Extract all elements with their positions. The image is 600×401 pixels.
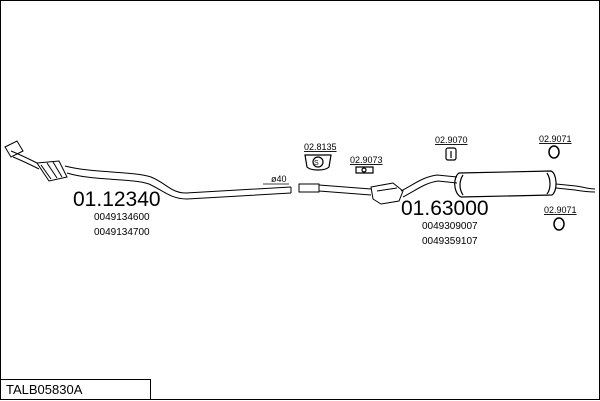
clamp-icon (355, 166, 374, 174)
svg-text:S: S (314, 160, 319, 167)
rear-section-part-number: 01.63000 (401, 197, 489, 220)
rear-silencer (454, 170, 557, 198)
ring-top-part-number: 02.9071 (539, 134, 572, 144)
tail-pipe (555, 183, 596, 193)
rear-oem-number-1: 0049309007 (422, 221, 478, 232)
ring-icon-bottom (553, 217, 565, 231)
front-section-part-number: 01.12340 (73, 188, 161, 211)
diameter-marker: ø40 (263, 174, 289, 185)
intermediate-pipe (298, 183, 372, 196)
middle-silencer (370, 182, 404, 205)
pipe-diameter-label: ø40 (271, 174, 287, 184)
front-oem-number-1: 0049134600 (94, 212, 150, 223)
hanger-icon: S (304, 154, 332, 171)
clamp-part-number: 02.9073 (350, 155, 383, 165)
ring-bottom-part-number: 02.9071 (544, 205, 577, 215)
rear-oem-number-2: 0049359107 (422, 236, 478, 247)
rubber-mount-icon (445, 147, 457, 161)
ring-icon-top (548, 145, 560, 159)
rear-pipe-section (400, 174, 458, 198)
rubber-mount-part-number: 02.9070 (435, 135, 468, 145)
front-oem-number-2: 0049134700 (94, 227, 150, 238)
front-pipe-section (4, 140, 292, 200)
hanger-part-number: 02.8135 (304, 142, 337, 152)
assembly-code-label: TALB05830A (1, 379, 151, 399)
